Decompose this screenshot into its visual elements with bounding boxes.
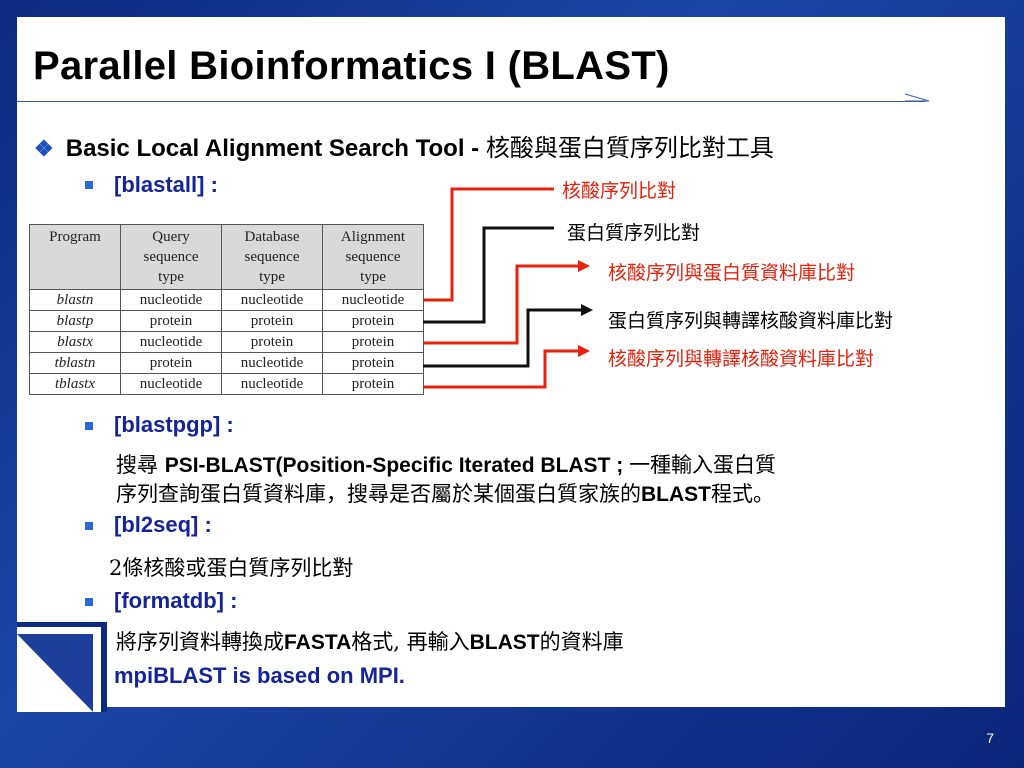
diamond-bullet-icon: ❖ (34, 136, 54, 161)
connector-tblastx (423, 349, 580, 389)
blastpgp-description-line1: 搜尋 PSI-BLAST(Position-Specific Iterated … (116, 449, 776, 479)
title-underline-hook (905, 93, 930, 102)
slide-title: Parallel Bioinformatics I (BLAST) (33, 44, 670, 88)
formatdb-en-b: BLAST (469, 631, 540, 654)
square-bullet-icon (85, 598, 93, 606)
table-cell: nucleotide (120, 331, 222, 353)
program-name-cell: tblastn (29, 352, 121, 374)
connector-blastp (423, 226, 554, 324)
formatdb-description: 將序列資料轉換成FASTA格式, 再輸入BLAST的資料庫 (116, 626, 624, 656)
blastpgp-line1-zh-b: 一種輸入蛋白質 (629, 453, 777, 477)
formatdb-en-a: FASTA (284, 631, 352, 654)
square-bullet-icon (85, 181, 93, 189)
formatdb-zh-b: 格式, 再輸入 (351, 630, 470, 654)
blastpgp-line1-zh-a: 搜尋 (116, 453, 165, 477)
blastpgp-description-line2: 序列查詢蛋白質資料庫，搜尋是否屬於某個蛋白質家族的BLAST程式。 (116, 478, 774, 508)
blastpgp-line2-zh-b: 程式。 (711, 482, 774, 506)
connector-blastn (423, 187, 554, 302)
corner-decoration (17, 622, 107, 712)
annotation-blastp: 蛋白質序列比對 (567, 222, 701, 244)
main-bullet-zh: 核酸與蛋白質序列比對工具 (485, 134, 774, 162)
annotation-blastx: 核酸序列與蛋白質資料庫比對 (608, 262, 856, 284)
program-name-cell: tblastx (29, 373, 121, 395)
table-cell: protein (322, 373, 424, 395)
connector-blastx (423, 264, 580, 345)
arrowhead-blastx (578, 260, 590, 272)
table-cell: nucleotide (221, 289, 323, 311)
table-cell: nucleotide (221, 373, 323, 395)
main-bullet-en: Basic Local Alignment Search Tool - (65, 135, 486, 162)
blastpgp-line2-en: BLAST (641, 483, 711, 506)
square-bullet-icon (85, 422, 93, 430)
blastpgp-label: [blastpgp] : (114, 412, 234, 437)
program-name-cell: blastx (29, 331, 121, 353)
bl2seq-description: 2條核酸或蛋白質序列比對 (109, 556, 354, 580)
annotation-tblastx: 核酸序列與轉譯核酸資料庫比對 (608, 348, 875, 370)
square-bullet-icon (85, 522, 93, 530)
page-number: 7 (986, 730, 994, 746)
table-cell: protein (322, 310, 424, 332)
connector-tblastn (423, 308, 583, 368)
table-cell: protein (120, 352, 222, 374)
mpiblast-label: mpiBLAST is based on MPI. (114, 663, 405, 688)
formatdb-label: [formatdb] : (114, 588, 238, 613)
arrowhead-tblastx (578, 345, 590, 357)
title-underline (17, 101, 925, 102)
annotation-blastn: 核酸序列比對 (562, 180, 677, 202)
arrowhead-tblastn (581, 304, 593, 316)
table-cell: protein (221, 331, 323, 353)
table-cell: nucleotide (120, 373, 222, 395)
annotation-tblastn: 蛋白質序列與轉譯核酸資料庫比對 (608, 310, 894, 332)
formatdb-zh-a: 將序列資料轉換成 (116, 630, 284, 654)
blastpgp-line2-zh-a: 序列查詢蛋白質資料庫，搜尋是否屬於某個蛋白質家族的 (116, 482, 641, 506)
formatdb-zh-c: 的資料庫 (539, 630, 624, 654)
main-bullet: ❖ Basic Local Alignment Search Tool - 核酸與… (34, 128, 774, 163)
table-header-cell: Program (29, 224, 121, 290)
blastall-label: [blastall] : (114, 172, 218, 197)
table-cell: protein (120, 310, 222, 332)
bl2seq-label: [bl2seq] : (114, 512, 212, 537)
table-cell: nucleotide (221, 352, 323, 374)
table-cell: protein (322, 352, 424, 374)
blastpgp-line1-en: PSI-BLAST(Position-Specific Iterated BLA… (164, 454, 630, 477)
